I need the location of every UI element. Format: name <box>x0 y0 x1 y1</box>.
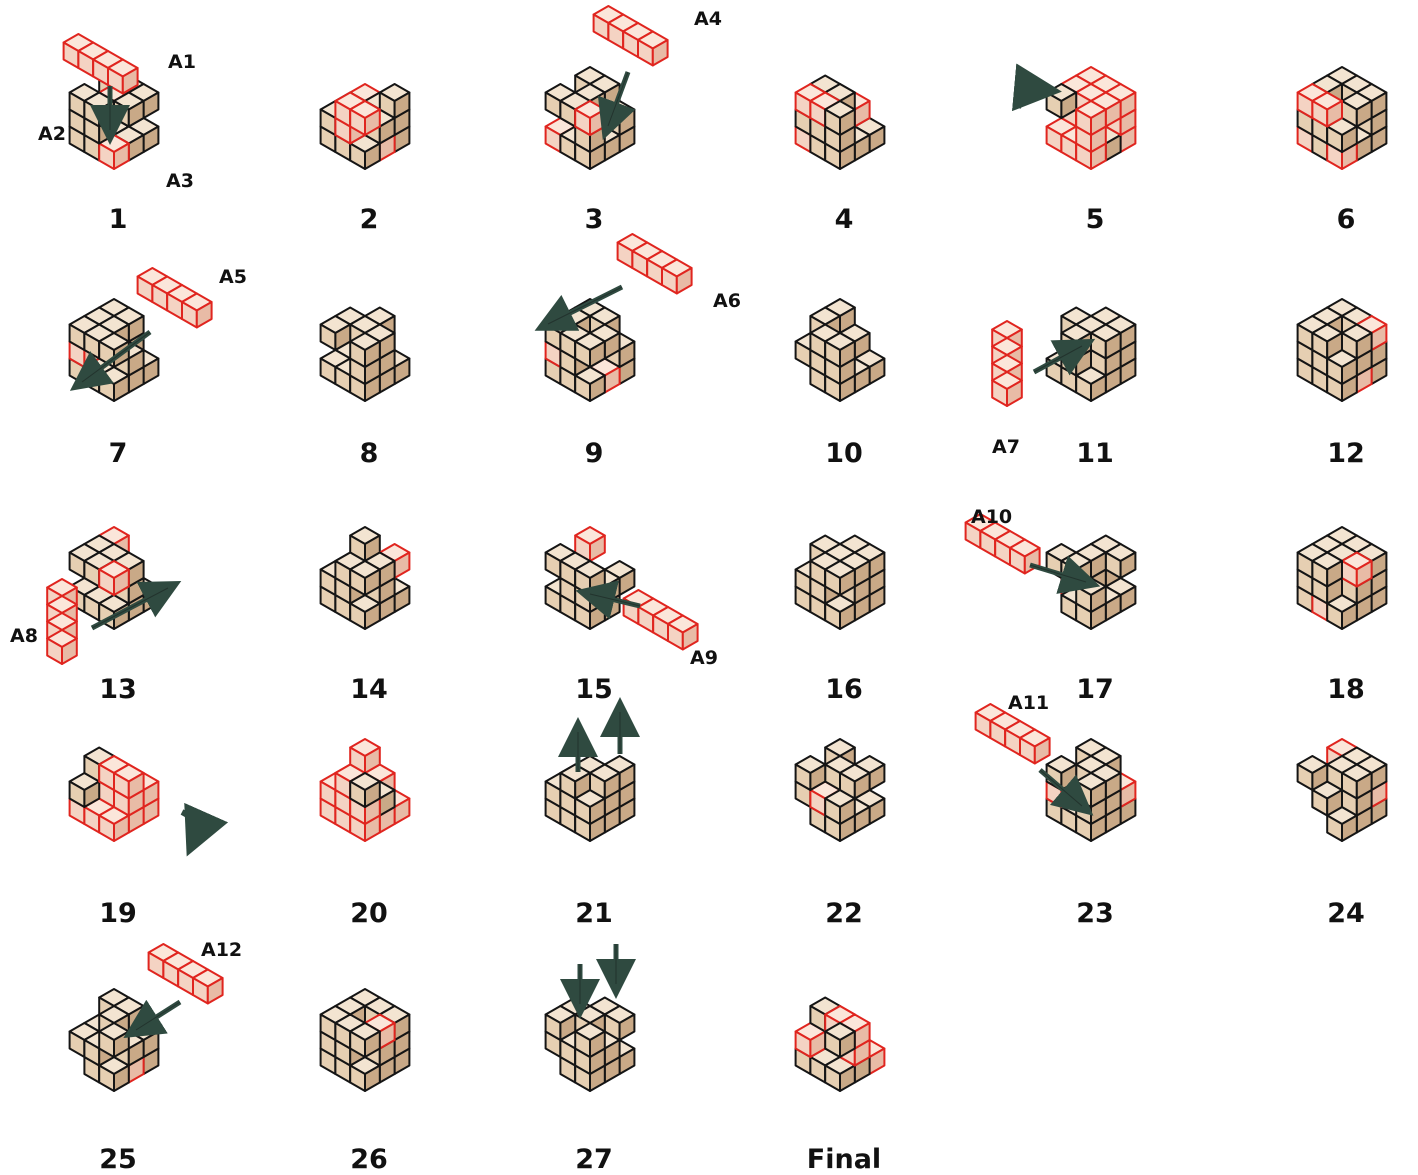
loose-piece <box>47 579 77 664</box>
puzzle-assembly <box>546 756 635 841</box>
puzzle-assembly <box>1047 67 1136 169</box>
step-number: 6 <box>1266 206 1418 233</box>
puzzle-assembly <box>70 989 159 1091</box>
piece-label: A3 <box>166 172 194 191</box>
step-number: 5 <box>1015 206 1175 233</box>
step-number: 23 <box>1015 900 1175 927</box>
step-number: 25 <box>38 1146 198 1173</box>
step-number: 27 <box>514 1146 674 1173</box>
puzzle-assembly <box>1298 527 1387 629</box>
puzzle-assembly <box>546 998 635 1092</box>
step-number: 9 <box>514 440 674 467</box>
rotate-arrow-icon <box>1018 90 1044 108</box>
puzzle-assembly <box>796 739 885 841</box>
loose-piece <box>594 6 668 66</box>
step-number: 10 <box>764 440 924 467</box>
step-number: 13 <box>38 676 198 703</box>
puzzle-assembly <box>546 299 635 401</box>
puzzle-assembly <box>546 527 635 629</box>
step-number: Final <box>764 1146 924 1173</box>
piece-label: A2 <box>38 125 66 144</box>
puzzle-assembly <box>321 739 410 841</box>
step-number: 3 <box>514 206 674 233</box>
puzzle-assembly <box>70 748 159 842</box>
piece-label: A4 <box>694 10 722 29</box>
step-number: 15 <box>514 676 674 703</box>
puzzle-assembly <box>70 299 159 401</box>
puzzle-assembly <box>796 998 885 1092</box>
step-number: 21 <box>514 900 674 927</box>
step-number: 11 <box>1015 440 1175 467</box>
loose-piece <box>992 321 1022 406</box>
step-number: 18 <box>1266 676 1418 703</box>
piece-label: A9 <box>690 649 718 668</box>
puzzle-assembly <box>796 299 885 401</box>
step-number: 2 <box>289 206 449 233</box>
step-number: 8 <box>289 440 449 467</box>
piece-label: A7 <box>992 438 1020 457</box>
step-number: 7 <box>38 440 198 467</box>
loose-piece <box>138 268 212 328</box>
piece-label: A11 <box>1008 694 1049 713</box>
step-number: 16 <box>764 676 924 703</box>
loose-piece <box>618 234 692 294</box>
puzzle-assembly <box>546 67 635 169</box>
piece-label: A8 <box>10 627 38 646</box>
loose-piece <box>624 590 698 650</box>
puzzle-assembly <box>796 536 885 630</box>
piece-label: A6 <box>713 292 741 311</box>
puzzle-assembly <box>796 76 885 170</box>
rotate-arrow-icon <box>182 812 196 840</box>
puzzle-assembly <box>1298 299 1387 401</box>
step-number: 1 <box>38 206 198 233</box>
step-number: 20 <box>289 900 449 927</box>
puzzle-assembly <box>321 84 410 169</box>
puzzle-assembly <box>1298 739 1387 841</box>
puzzle-assembly <box>1047 308 1136 402</box>
piece-label: A1 <box>168 53 196 72</box>
piece-label: A12 <box>201 941 242 960</box>
puzzle-assembly <box>321 989 410 1091</box>
puzzle-assembly <box>321 308 410 402</box>
piece-label: A5 <box>219 268 247 287</box>
step-number: 24 <box>1266 900 1418 927</box>
step-number: 14 <box>289 676 449 703</box>
step-number: 4 <box>764 206 924 233</box>
puzzle-assembly <box>1047 536 1136 630</box>
piece-label: A10 <box>971 508 1012 527</box>
step-number: 26 <box>289 1146 449 1173</box>
puzzle-assembly <box>1298 67 1387 169</box>
step-number: 22 <box>764 900 924 927</box>
step-number: 12 <box>1266 440 1418 467</box>
step-number: 19 <box>38 900 198 927</box>
puzzle-assembly <box>321 527 410 629</box>
